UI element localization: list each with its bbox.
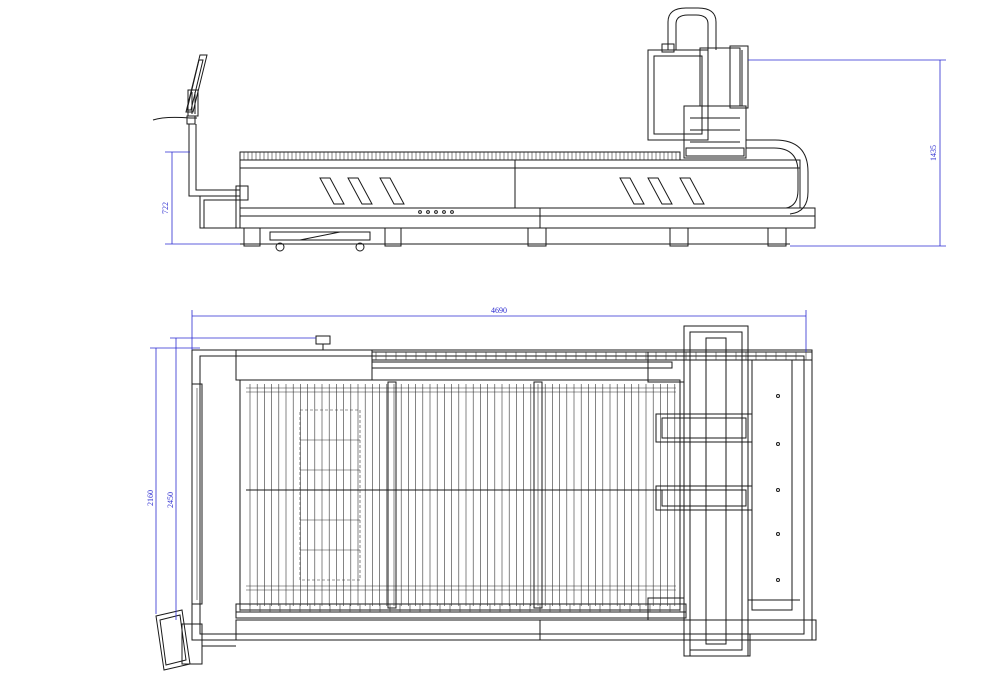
cutting-table — [239, 379, 681, 611]
gantry-tower — [647, 7, 809, 215]
control-panel — [152, 54, 249, 201]
machine-bed — [199, 151, 816, 252]
top-view: 4690 2160 2450 — [146, 306, 817, 671]
dim-total-height: 1435 — [748, 59, 946, 247]
dim-label-2160: 2160 — [146, 490, 155, 506]
dim-width-inner: 2450 — [166, 337, 316, 620]
dim-length: 4690 — [191, 306, 807, 352]
top-control-panel — [155, 609, 236, 671]
dim-label-2450: 2450 — [166, 492, 175, 508]
dim-table-height: 722 — [161, 151, 240, 245]
dim-label-1435: 1435 — [929, 145, 938, 161]
side-view: 722 1435 — [152, 7, 946, 252]
dim-label-722: 722 — [161, 202, 170, 214]
dim-width-outer: 2160 — [146, 347, 200, 614]
dim-label-4690: 4690 — [491, 306, 507, 315]
